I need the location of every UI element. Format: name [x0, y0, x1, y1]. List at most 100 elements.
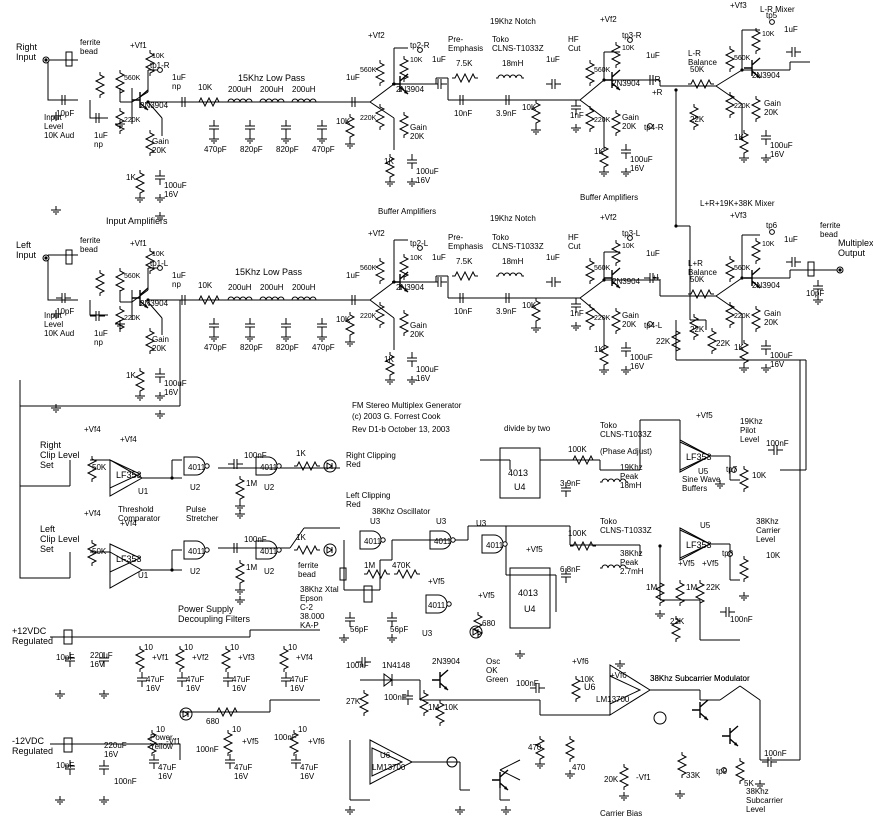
- lpf-inductor-l-1: 200uH: [260, 283, 284, 292]
- inductor: [258, 98, 286, 103]
- inductor: [600, 564, 628, 569]
- npn-transistor: [604, 267, 621, 289]
- emitter-arrow: [756, 74, 760, 78]
- resistor: [86, 540, 98, 566]
- resistor: [472, 612, 484, 638]
- resistor: [364, 568, 390, 580]
- resistor: [750, 28, 762, 54]
- mod-vf6: +Vf6: [572, 657, 589, 666]
- led-r1k-r: 1K: [296, 449, 306, 458]
- bias-vf5: +Vf5: [678, 559, 695, 568]
- junction-dot: [392, 82, 396, 86]
- tp8-label: tp8: [722, 549, 734, 558]
- capacitor: [432, 277, 447, 287]
- capacitor: [90, 113, 105, 123]
- gate-b-u-l: U2: [264, 567, 275, 576]
- resistor: [174, 646, 186, 672]
- lm13700-main: [609, 675, 642, 705]
- gate-a-txt-r: 4011: [188, 463, 206, 472]
- q-r: 2N3904: [140, 101, 169, 110]
- current-source-main: [653, 711, 667, 725]
- osc-g1-u: U3: [370, 517, 381, 526]
- ground-symbol: [317, 135, 327, 144]
- lpf-cap-l-1: 820pF: [240, 343, 263, 352]
- pilot-cap: 100nF: [766, 439, 789, 448]
- hf-1nf-r: 1nF: [570, 111, 584, 120]
- lpf-inductor-r-1: 200uH: [260, 85, 284, 94]
- divide-label: divide by two: [504, 424, 551, 433]
- emitter-arrow: [704, 716, 708, 720]
- resistor: [294, 544, 320, 556]
- test-point: [647, 321, 653, 327]
- output-ferrite: [807, 261, 815, 277]
- hf-r1k-r: 1K: [594, 147, 604, 156]
- buf-r560k-l: 560K: [360, 265, 377, 272]
- tp2-label-l: tp2-L: [410, 239, 429, 248]
- c3n9-19: 3.9nF: [560, 479, 581, 488]
- bias-22k: 22K: [706, 583, 721, 592]
- capacitor: [561, 482, 571, 497]
- capacitor: [99, 652, 109, 667]
- r220k-l: 220K: [124, 315, 141, 322]
- mix-tp-parts.tp6: tp6: [766, 221, 778, 230]
- components: [42, 19, 844, 815]
- resistor: [398, 310, 410, 336]
- opamp-l: LF353: [116, 554, 142, 564]
- capacitor: [225, 754, 235, 769]
- resistor: [134, 646, 146, 672]
- resistor: [688, 314, 700, 340]
- mix-1uf-parts.tp5: 1uF: [784, 25, 798, 34]
- u5a-tag: U5: [698, 467, 709, 476]
- capacitor: [571, 100, 581, 115]
- gate-bubble: [502, 541, 508, 547]
- resistor: [288, 730, 300, 756]
- osc-56p-b: 56pF: [390, 625, 408, 634]
- hf-r220k-r: 220K: [594, 117, 611, 124]
- capacitor: [281, 672, 291, 687]
- current-source: [446, 756, 458, 768]
- ground-symbol: [385, 178, 395, 187]
- osc-g3-u: U3: [476, 519, 487, 528]
- resistor: [724, 256, 736, 282]
- wiring: [19, 29, 840, 801]
- emitter-arrow: [504, 786, 508, 790]
- junction-dot: [44, 58, 48, 62]
- title-rev: Rev D1-b October 13, 2003: [352, 425, 450, 434]
- cap-10pf-label: 10pF: [56, 307, 74, 316]
- c10n-r: 10nF: [454, 109, 472, 118]
- resistor: [570, 454, 596, 466]
- resistor: [374, 258, 386, 284]
- ground-symbol: [615, 660, 625, 669]
- capacitor: [546, 79, 561, 89]
- capacitor: [90, 311, 105, 321]
- capacitor: [209, 120, 219, 135]
- resistor: [344, 114, 356, 140]
- capacitor: [786, 257, 801, 267]
- resistor: [398, 56, 410, 82]
- divider-chip: [499, 447, 541, 499]
- capacitor: [65, 652, 75, 667]
- r100k-38: 100K: [568, 529, 587, 538]
- tp4-label-r: tp4-R: [644, 123, 664, 132]
- hf-q-r: 2N3904: [612, 79, 641, 88]
- test-point: [627, 235, 633, 241]
- mod-vf6-b: +Vf6: [610, 671, 627, 680]
- test-point: [727, 551, 733, 557]
- subcarrier-mod-label: 38Khz Subcarrier Modulator: [650, 674, 750, 683]
- hf-1uf-r: 1uF: [546, 55, 560, 64]
